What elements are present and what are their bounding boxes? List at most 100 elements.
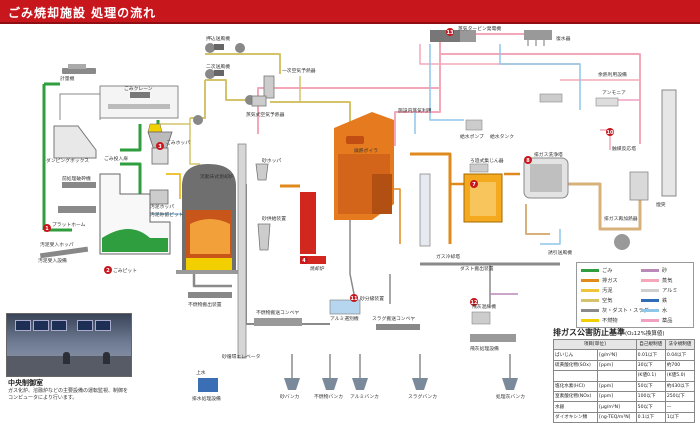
legend-item: ごみ <box>581 267 612 274</box>
wastewater-treatment <box>198 378 218 392</box>
svg-text:汚泥受入ホッパ: 汚泥受入ホッパ <box>40 241 74 248</box>
svg-text:触媒反応塔: 触媒反応塔 <box>612 145 636 152</box>
garbage-pit <box>99 173 171 255</box>
svg-text:前処理破砕機: 前処理破砕機 <box>62 175 91 182</box>
table-cell: 0.04以下 <box>664 349 696 361</box>
legend-swatch <box>581 319 599 322</box>
table-cell: 50以下 <box>635 380 666 392</box>
sand-feeder <box>257 223 271 251</box>
svg-text:誘引送風機: 誘引送風機 <box>548 249 572 256</box>
legend: ごみ 排ガス 汚泥 空気 灰・ダスト・スラグ 不燃物 砂 蒸気 アルミ 鉄 水 … <box>576 262 694 328</box>
deaerator <box>539 93 563 103</box>
blowers <box>193 43 255 125</box>
svg-text:アルミバンカ: アルミバンカ <box>350 394 379 400</box>
legend-item: 砂 <box>641 267 667 274</box>
plant-building <box>59 85 179 120</box>
svg-text:排ガス洗浄塔: 排ガス洗浄塔 <box>534 151 563 158</box>
column-header: 自己規制値 <box>635 338 666 351</box>
svg-text:プラットホーム: プラットホーム <box>52 222 86 228</box>
exhaust-line-2 <box>566 182 642 231</box>
legend-item: 不燃物 <box>581 317 618 324</box>
svg-text:アルミ選別機: アルミ選別機 <box>330 315 359 322</box>
table-cell: 塩化水素(HCl) <box>552 380 599 392</box>
svg-text:不燃物バンカ: 不燃物バンカ <box>314 393 343 400</box>
svg-text:ごみ投入扉: ごみ投入扉 <box>104 155 128 162</box>
legend-swatch <box>581 289 599 292</box>
svg-text:飛灰混練機: 飛灰混練機 <box>472 303 496 310</box>
air-line-1 <box>205 53 281 74</box>
garbage-hopper <box>147 131 173 205</box>
table-row: 塩化水素(HCl)[ppm]50以下約430以下 <box>552 380 696 392</box>
control-desk <box>7 356 131 376</box>
bunkers <box>284 378 518 390</box>
table-row: (K値0.1)(K値5.0) <box>552 370 696 382</box>
slag-separator <box>329 299 361 315</box>
table-cell: [ng-TEQ/m³N] <box>597 411 637 423</box>
svg-text:スラグバンカ: スラグバンカ <box>408 393 437 400</box>
emission-title: 排ガス公害防止基準(O₂12%換算値) <box>553 328 665 337</box>
svg-text:不燃物搬出装置: 不燃物搬出装置 <box>188 301 222 308</box>
svg-text:蒸気タービン発電機: 蒸気タービン発電機 <box>458 25 501 32</box>
exhaust-line-1 <box>410 152 452 244</box>
svg-text:ごみホッパ: ごみホッパ <box>166 139 190 146</box>
stack <box>661 89 677 197</box>
steam-turbine-generator <box>430 30 476 42</box>
condenser <box>524 30 552 46</box>
non-combustible-conveyor <box>188 292 232 298</box>
svg-text:スラグ搬送コンベヤ: スラグ搬送コンベヤ <box>372 315 415 322</box>
catalyst-tower <box>629 171 649 201</box>
svg-text:13: 13 <box>447 30 454 36</box>
svg-text:ごみピット: ごみピット <box>113 267 137 274</box>
svg-text:計量機: 計量機 <box>60 75 75 82</box>
gas-cooling-tower <box>419 173 431 247</box>
ash-treatment <box>470 334 516 342</box>
crane-rail <box>108 104 170 109</box>
svg-text:11: 11 <box>351 296 358 302</box>
steam-line-2 <box>394 88 441 146</box>
svg-text:焼却炉: 焼却炉 <box>310 265 325 272</box>
monitor-screen <box>33 320 49 331</box>
svg-text:煙突: 煙突 <box>656 201 666 208</box>
svg-text:アンモニア: アンモニア <box>602 90 626 96</box>
table-cell: [g/m³N] <box>597 349 637 361</box>
svg-text:上水: 上水 <box>196 369 206 376</box>
svg-text:砂バンカ: 砂バンカ <box>280 393 300 400</box>
legend-item: 蒸気 <box>641 277 672 284</box>
legend-swatch <box>581 309 599 312</box>
table-cell: 50以下 <box>635 401 666 413</box>
operator <box>63 352 70 364</box>
legend-item: 空気 <box>581 297 612 304</box>
equipment-labels: 計量機 ごみクレーン ごみ投入扉 ダンピングボックス 前処理破砕機 プラットホー… <box>38 25 666 402</box>
table-cell: [ppm] <box>597 390 637 403</box>
svg-text:3: 3 <box>158 144 162 150</box>
table-cell: 30以下 <box>635 359 666 372</box>
svg-text:汚泥貯留ピット: 汚泥貯留ピット <box>150 211 184 218</box>
svg-text:汚泥受入設備: 汚泥受入設備 <box>38 257 67 264</box>
waste-heat-boiler <box>334 112 394 220</box>
monitor-screen <box>95 320 111 331</box>
table-cell <box>552 370 599 382</box>
legend-item: 薬品 <box>641 317 672 324</box>
svg-text:ごみクレーン: ごみクレーン <box>124 85 153 92</box>
table-cell: — <box>664 401 696 413</box>
legend-swatch <box>581 269 599 272</box>
legend-item: 排ガス <box>581 277 618 284</box>
table-cell: 0.01以下 <box>635 349 666 361</box>
monitor-screen <box>51 320 67 331</box>
svg-text:汚泥ホッパ: 汚泥ホッパ <box>150 203 174 210</box>
legend-swatch <box>581 279 599 282</box>
table-cell: 窒素酸化物(NOx) <box>552 390 599 403</box>
svg-text:復水器: 復水器 <box>556 35 571 42</box>
legend-swatch <box>641 269 659 272</box>
svg-text:ガス冷却塔: ガス冷却塔 <box>436 253 460 260</box>
svg-text:蒸気式空気予熱器: 蒸気式空気予熱器 <box>246 111 285 118</box>
svg-text:一次空気予熱器: 一次空気予熱器 <box>282 67 316 74</box>
ammonia-tank <box>595 97 619 107</box>
legend-swatch <box>641 319 659 322</box>
sand-classifier <box>254 318 302 326</box>
svg-text:給水タンク: 給水タンク <box>490 133 514 140</box>
legend-swatch <box>641 289 659 292</box>
process-flow-diagram: 1 2 3 4 7 8 10 11 12 13 計量機 ごみクレーン ごみ投入扉… <box>38 25 677 402</box>
